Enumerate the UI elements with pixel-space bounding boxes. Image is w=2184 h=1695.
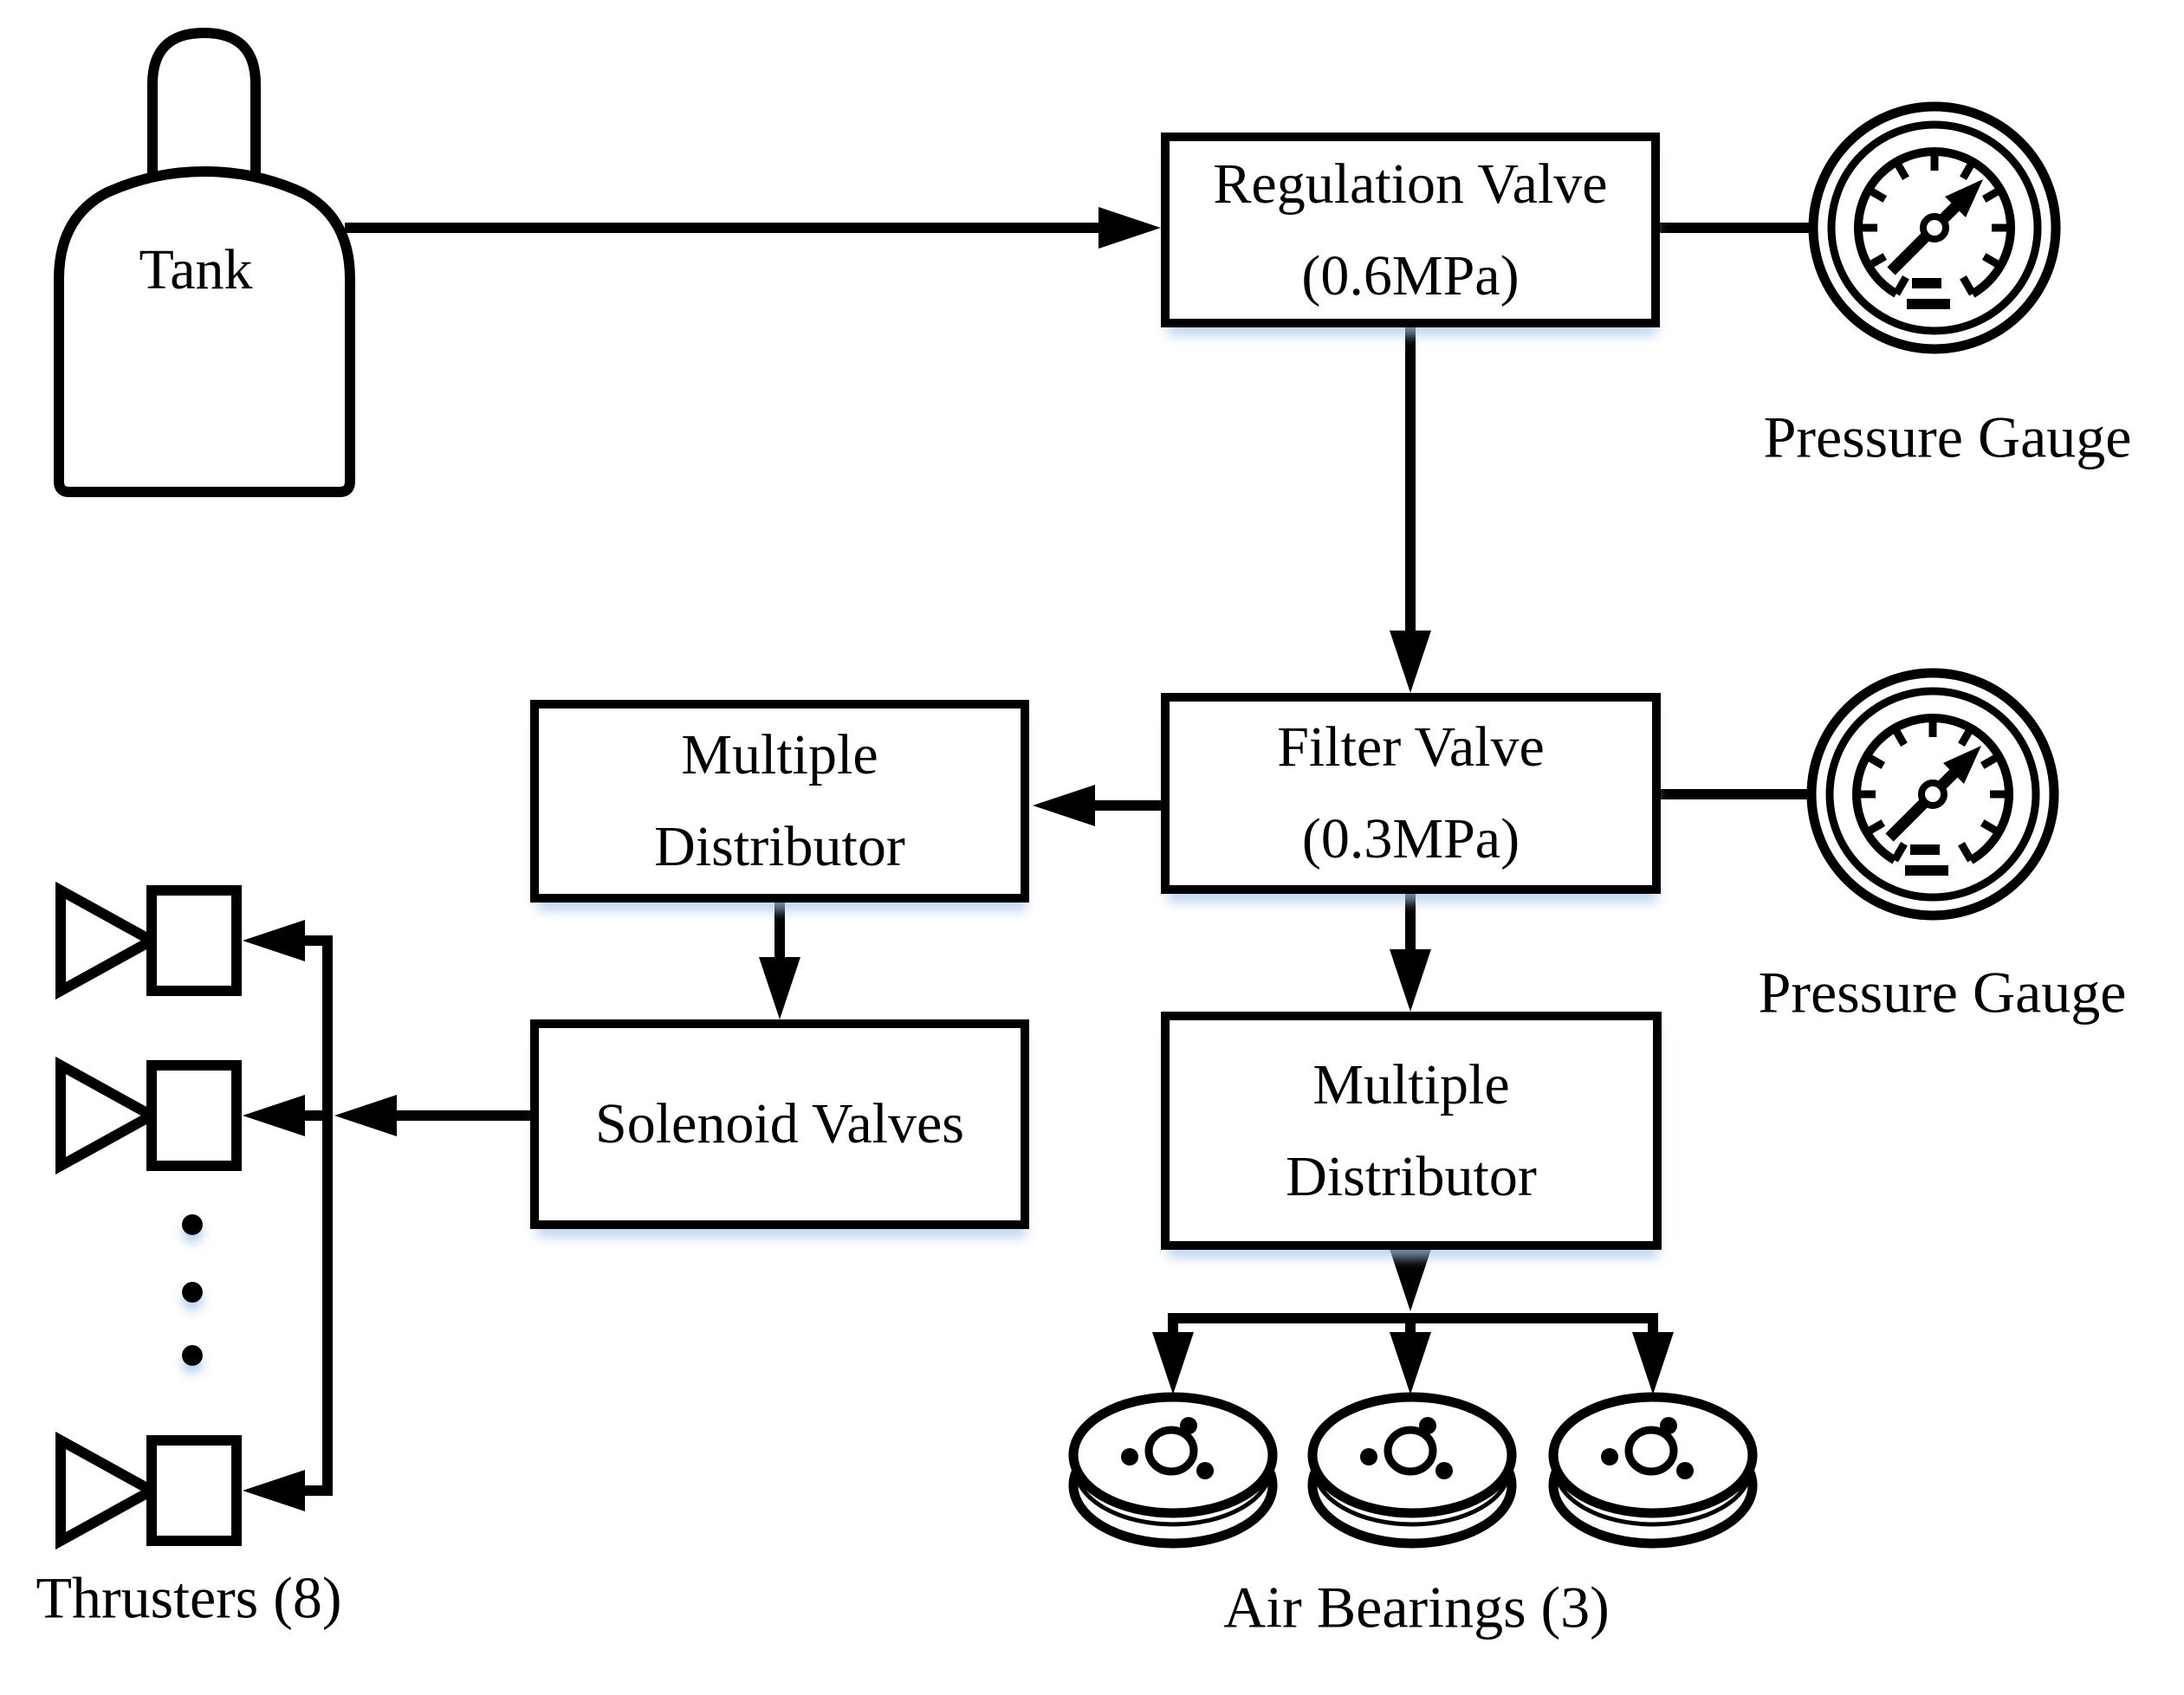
arrowheads <box>243 207 1674 1511</box>
pressure-gauge-icon-middle <box>1811 673 2054 915</box>
pressure-gauge-middle-label: Pressure Gauge <box>1758 959 2127 1025</box>
arrowhead-into-thruster-3 <box>243 1470 305 1511</box>
thruster-ellipsis-dots <box>182 1214 203 1366</box>
multiple-distributor-left-box: Multiple Distributor <box>530 700 1029 902</box>
arrowhead-into-manifold <box>1390 1249 1431 1311</box>
filter-valve-label-line1: Filter Valve <box>1277 715 1545 779</box>
arrowhead-into-thruster-trunk <box>334 1095 397 1136</box>
arrowhead-into-distributor-bottom <box>1390 949 1431 1012</box>
thruster-icon-2 <box>61 1065 237 1166</box>
air-bearing-icon-2 <box>1312 1397 1512 1543</box>
multiple-distributor-bottom-line1: Multiple <box>1312 1052 1510 1116</box>
connector-lines <box>301 223 1819 1496</box>
pressure-gauge-icon-top <box>1813 107 2056 349</box>
multiple-distributor-left-line2: Distributor <box>654 815 905 878</box>
solenoid-valves-label: Solenoid Valves <box>595 1092 964 1155</box>
air-bearings-label: Air Bearings (3) <box>1223 1574 1610 1640</box>
tank-icon <box>54 27 355 497</box>
arrowhead-into-bearing-1 <box>1152 1332 1194 1394</box>
thrusters-label: Thrusters (8) <box>36 1564 342 1631</box>
regulation-valve-box: Regulation Valve (0.6MPa) <box>1161 133 1660 327</box>
arrowhead-into-bearing-3 <box>1632 1332 1674 1394</box>
tank-label: Tank <box>139 238 253 301</box>
multiple-distributor-bottom-box: Multiple Distributor <box>1161 1012 1662 1250</box>
arrowhead-into-solenoid-valves <box>759 957 800 1019</box>
arrowhead-into-regulation-valve <box>1098 207 1161 249</box>
thruster-icon-3 <box>61 1440 237 1541</box>
pressure-gauge-top-label: Pressure Gauge <box>1763 404 2132 470</box>
multiple-distributor-bottom-line2: Distributor <box>1286 1144 1537 1208</box>
filter-valve-box: Filter Valve (0.3MPa) <box>1161 693 1661 894</box>
air-bearing-icon-1 <box>1073 1397 1273 1543</box>
solenoid-valves-box: Solenoid Valves <box>530 1019 1029 1229</box>
air-bearing-icon-3 <box>1553 1397 1753 1543</box>
multiple-distributor-left-line1: Multiple <box>681 723 878 786</box>
arrowhead-into-thruster-2 <box>243 1095 305 1136</box>
arrowhead-into-filter-valve <box>1390 631 1431 693</box>
regulation-valve-label-line2: (0.6MPa) <box>1301 243 1520 307</box>
regulation-valve-label-line1: Regulation Valve <box>1213 152 1608 216</box>
thruster-trunk-line <box>301 935 333 1496</box>
arrowhead-into-distributor-left <box>1033 785 1095 826</box>
arrowhead-into-bearing-2 <box>1390 1332 1431 1394</box>
arrowhead-into-thruster-1 <box>243 920 305 961</box>
filter-valve-label-line2: (0.3MPa) <box>1301 807 1520 870</box>
thruster-icon-1 <box>61 890 237 991</box>
